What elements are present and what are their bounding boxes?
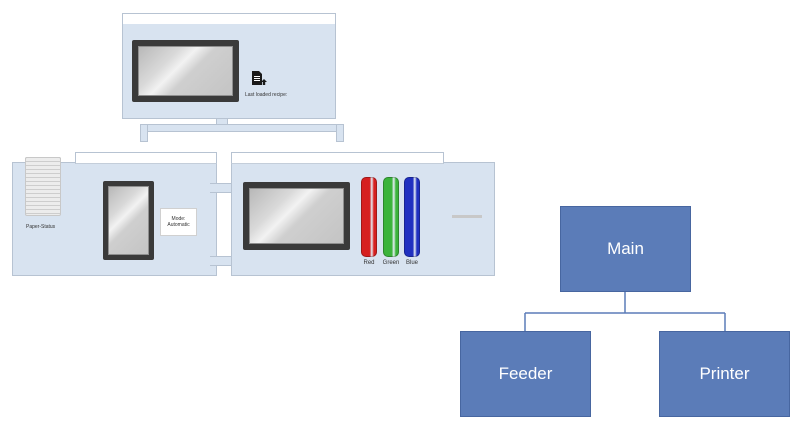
feeder-module-header (75, 152, 217, 164)
mode-value: Automatic (167, 222, 190, 228)
printer-screen[interactable] (243, 182, 350, 250)
printer-module-header (231, 152, 444, 164)
red-cylinder[interactable] (361, 177, 377, 257)
blue-cylinder[interactable] (404, 177, 420, 257)
paper-status-label: Paper-Status (26, 224, 56, 230)
feeder-box[interactable]: Feeder (460, 331, 591, 417)
output-tray (452, 215, 482, 218)
paper-stack[interactable] (25, 157, 61, 216)
link-lower (210, 256, 238, 266)
feeder-screen[interactable] (103, 181, 154, 260)
mode-label: Mode: (171, 216, 186, 222)
connector-left-leg (140, 124, 148, 142)
red-label: Red (363, 260, 375, 266)
top-screen[interactable] (132, 40, 239, 102)
green-label: Green (382, 260, 400, 266)
last-recipe-label: Last loaded recipe: (245, 92, 288, 98)
document-icon[interactable] (250, 70, 268, 86)
printer-box[interactable]: Printer (659, 331, 790, 417)
main-box[interactable]: Main (560, 206, 691, 292)
green-cylinder[interactable] (383, 177, 399, 257)
connector-right-leg (336, 124, 344, 142)
mode-box: Mode: Automatic (160, 208, 197, 236)
blue-label: Blue (405, 260, 418, 266)
link-upper (210, 183, 238, 193)
